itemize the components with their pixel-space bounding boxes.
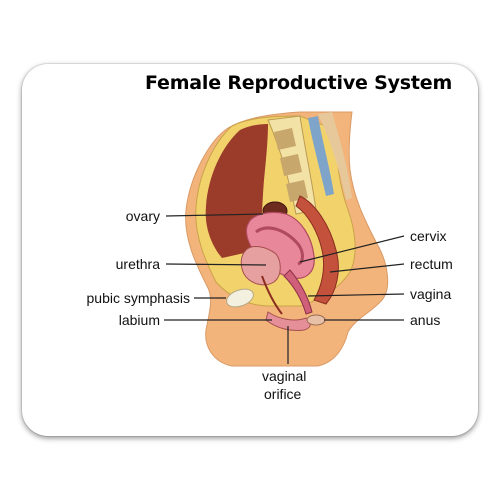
- label-anus: anus: [410, 312, 441, 328]
- label-vagina: vagina: [410, 286, 452, 302]
- label-urethra: urethra: [115, 256, 160, 272]
- cervix-leader: [299, 235, 405, 263]
- page-title: Female Reproductive System: [145, 72, 453, 94]
- vertebra-3: [286, 180, 308, 202]
- vagina: [283, 269, 313, 315]
- labium: [265, 311, 311, 331]
- rectum-leader: [329, 263, 405, 273]
- pubic-bone: [226, 288, 254, 308]
- label-labium: labium: [118, 312, 160, 328]
- bladder: [240, 246, 281, 286]
- label-rectum: rectum: [410, 256, 453, 272]
- spinal-cord: [308, 116, 334, 196]
- anus-opening: [306, 314, 326, 326]
- vertebra-1: [274, 128, 296, 150]
- label-vaginal-orifice-line2: orifice: [264, 386, 302, 402]
- urethra-leader: [165, 263, 267, 266]
- rectum: [295, 195, 339, 305]
- leader-lines: [164, 213, 405, 364]
- uterine-cavity: [255, 226, 304, 266]
- label-ovary: ovary: [125, 208, 160, 224]
- label-cervix: cervix: [410, 228, 447, 244]
- vertebra-2: [280, 154, 302, 176]
- urethra: [261, 275, 283, 315]
- label-pubic-symphasis: pubic symphasis: [86, 290, 191, 306]
- label-vaginal-orifice-line1: vaginal: [262, 368, 307, 384]
- ovary-leader: [165, 213, 264, 217]
- back-skin: [318, 112, 352, 200]
- vagina-leader: [307, 293, 405, 297]
